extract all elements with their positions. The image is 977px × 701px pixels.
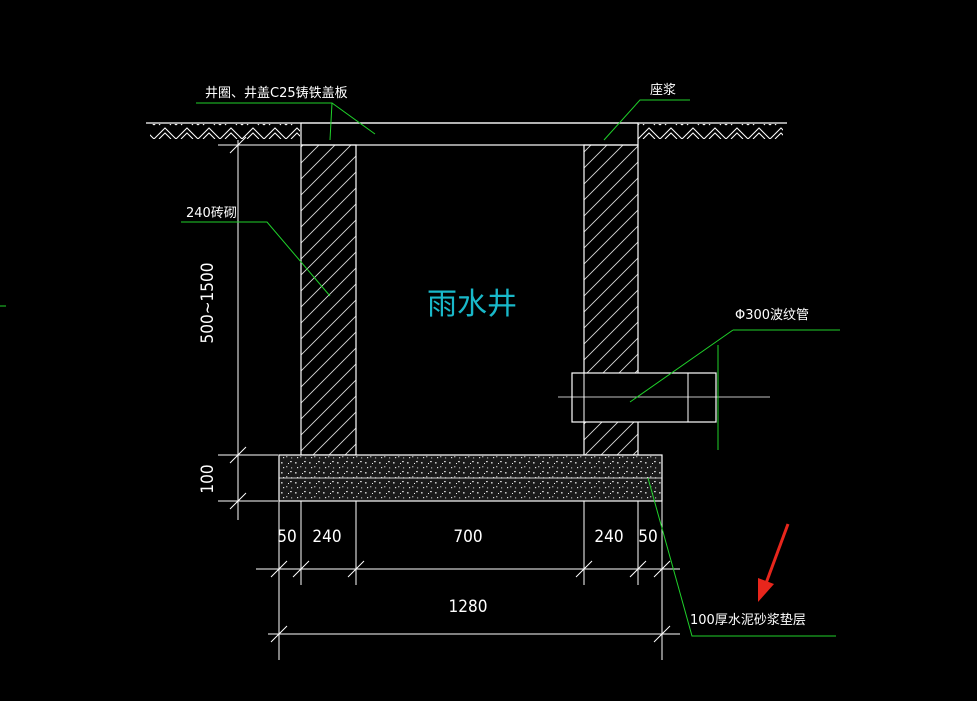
label-mortar: 座浆 [650,83,676,98]
dim-total: 1280 [449,597,488,617]
label-cover: 井圈、井盖C25铸铁盖板 [205,85,348,101]
title-rain-well: 雨水井 [427,287,517,322]
label-pipe: Φ300波纹管 [735,308,809,323]
leader-lines [0,99,840,637]
ground [146,122,787,139]
corrugated-pipe [558,372,770,423]
brick-wall-left [300,144,357,456]
height-dimension [218,136,300,520]
dim-700: 700 [453,527,482,547]
label-cushion: 100厚水泥砂浆垫层 [690,612,806,628]
width-dimensions [256,501,680,660]
dim-50-left: 50 [277,527,296,547]
dim-240-left: 240 [312,527,341,547]
red-arrow-icon [758,523,790,602]
dim-base-thickness: 100 [198,464,218,493]
base-cushion [278,454,663,502]
dim-240-right: 240 [594,527,623,547]
cover-slab [300,122,639,146]
label-brick: 240砖砌 [186,206,237,221]
dim-height: 500~1500 [198,263,218,344]
dim-50-right: 50 [638,527,657,547]
